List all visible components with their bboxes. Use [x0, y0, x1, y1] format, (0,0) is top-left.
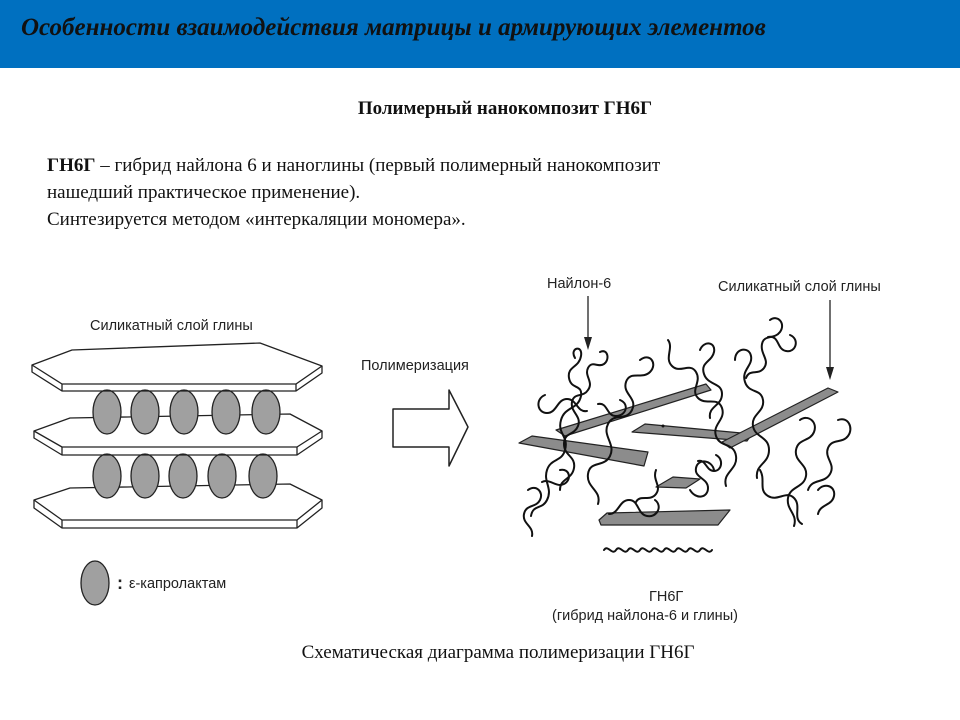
- slide-title: Особенности взаимодействия матрицы и арм…: [21, 14, 766, 41]
- right-clay-label: Силикатный слой глины: [718, 279, 881, 295]
- description-line-3: Синтезируется методом «интеркаляции моно…: [47, 209, 466, 230]
- arrow-label: Полимеризация: [361, 358, 469, 374]
- figure-caption: Схематическая диаграмма полимеризации ГН…: [301, 642, 695, 663]
- caprolactam-row-lower: [92, 453, 278, 499]
- legend-colon: :: [117, 573, 123, 593]
- legend-caprolactam-icon: [80, 560, 110, 606]
- nylon-chains: [522, 317, 852, 553]
- polymerization-arrow-icon: [392, 389, 469, 467]
- nanocomposite-icon: [518, 317, 852, 553]
- header-bar: Особенности взаимодействия матрицы и арм…: [0, 0, 960, 68]
- nylon-label: Найлон-6: [547, 276, 611, 292]
- description-line-2: нашедший практическое применение).: [47, 182, 361, 203]
- section-subtitle: Полимерный нанокомпозит ГН6Г: [357, 98, 653, 119]
- product-description: (гибрид найлона-6 и глины): [552, 608, 738, 624]
- silicate-plates: [518, 383, 839, 526]
- term-definition: – гибрид найлона 6 и наноглины (первый п…: [95, 155, 661, 176]
- clay-layer-stack-icon: [31, 342, 323, 529]
- pointer-arrows: [584, 296, 834, 380]
- description-paragraph: ГН6Г – гибрид найлона 6 и наноглины (пер…: [47, 152, 867, 233]
- description-line-1: ГН6Г – гибрид найлона 6 и наноглины (пер…: [47, 152, 867, 179]
- left-clay-label: Силикатный слой глины: [90, 318, 253, 334]
- legend-label: ε-капролактам: [129, 576, 226, 592]
- product-name: ГН6Г: [649, 589, 683, 605]
- caprolactam-row-upper: [92, 389, 281, 435]
- term-gn6g: ГН6Г: [47, 155, 96, 176]
